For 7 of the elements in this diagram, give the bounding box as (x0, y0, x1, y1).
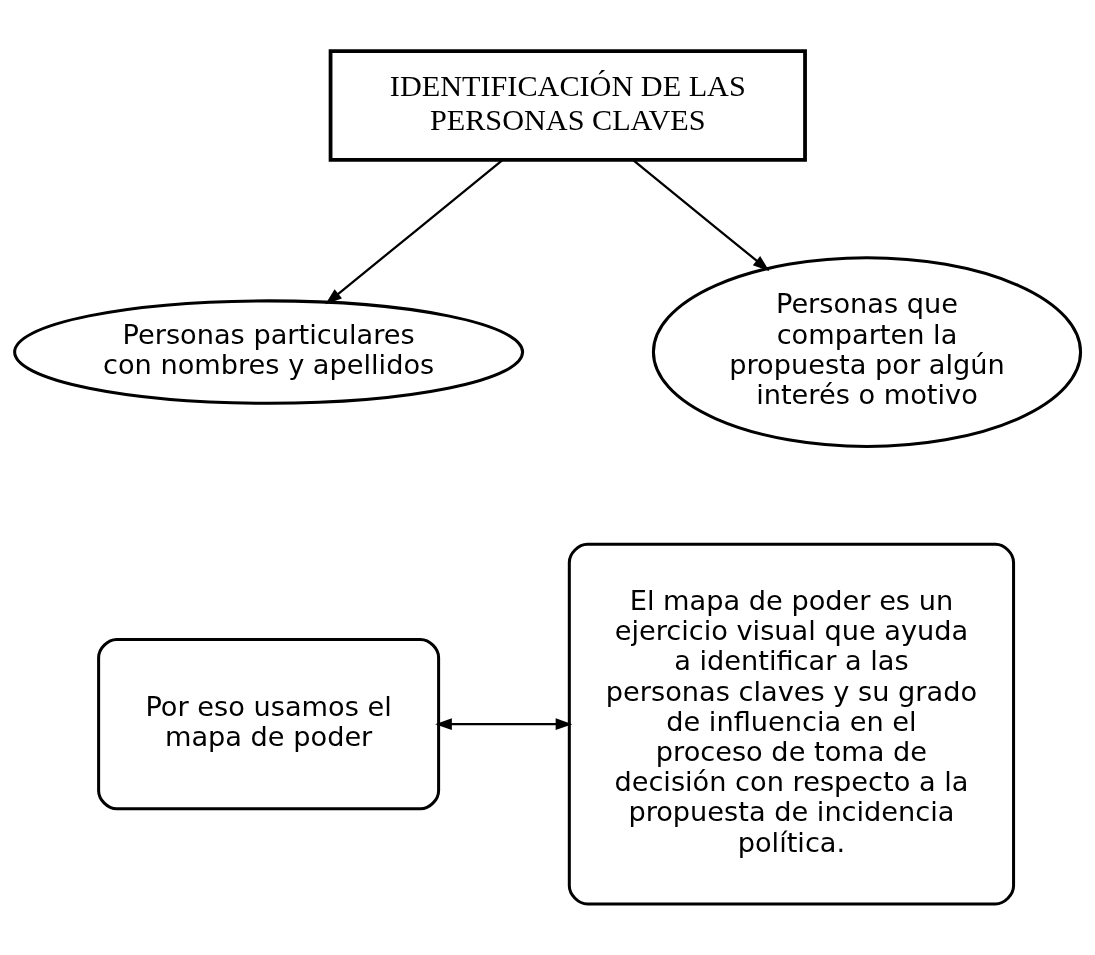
arrow (435, 718, 573, 730)
arrow (325, 159, 503, 305)
node-box: IDENTIFICACIÓN DE LAS PERSONAS CLAVES (328, 49, 807, 162)
arrow (632, 159, 770, 272)
node-ellipse: Personas particulares con nombres y apellidos (13, 299, 525, 405)
node-box: El mapa de poder es un ejercicio visual que ayuda a identificar a las personas claves y su grado de influencia en el proceso de toma de decisión con respecto a la propuesta de incidencia política. (567, 542, 1016, 906)
node-box: Por eso usamos el mapa de poder (97, 638, 441, 811)
